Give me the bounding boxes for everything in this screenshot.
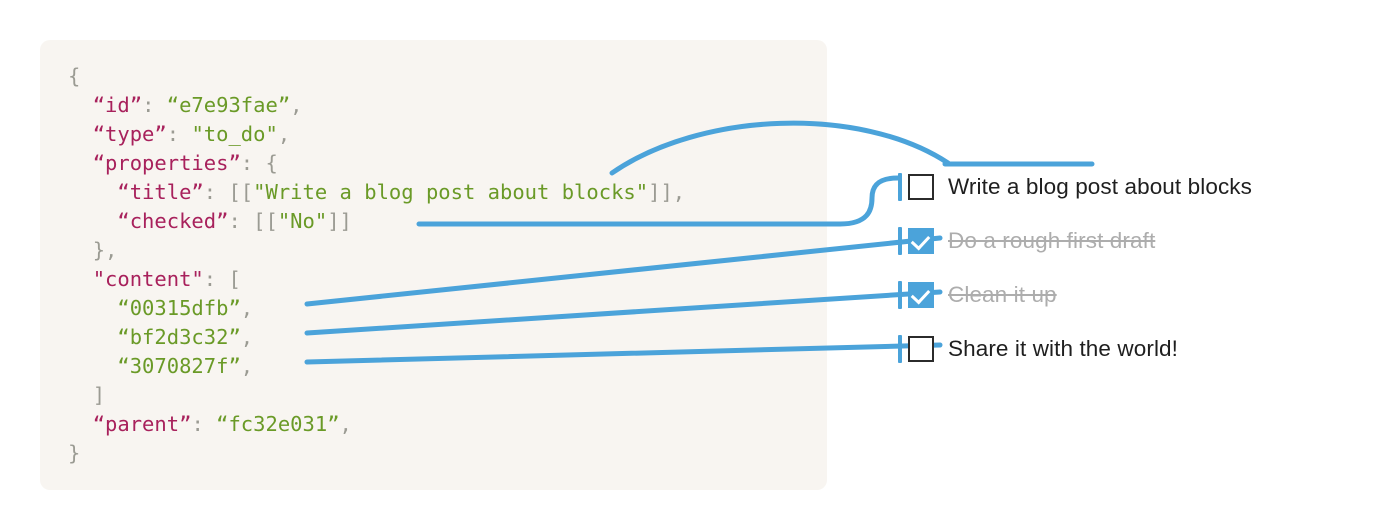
code-indent — [68, 412, 93, 436]
todo-label-1: Do a rough first draft — [948, 228, 1156, 253]
code-line: { — [68, 62, 685, 91]
code-line: } — [68, 439, 685, 468]
code-line: "content": [ — [68, 265, 685, 294]
code-line: “parent”: “fc32e031”, — [68, 410, 685, 439]
code-token-key: “type” — [92, 122, 167, 146]
todo-label-0: Write a blog post about blocks — [948, 174, 1253, 199]
code-indent — [68, 151, 93, 175]
connector-endpoint-tick-1 — [898, 227, 902, 255]
code-indent — [68, 354, 117, 378]
code-token-punct: : [ — [203, 267, 241, 291]
code-token-str: “bf2d3c32” — [117, 325, 241, 349]
code-token-punct: : — [142, 93, 167, 117]
code-token-key: “id” — [92, 93, 143, 117]
connector-endpoint-tick-2 — [898, 281, 902, 309]
code-token-str: “00315dfb” — [117, 296, 241, 320]
code-token-key: "content" — [92, 267, 204, 291]
code-token-str: “e7e93fae” — [166, 93, 291, 117]
code-token-punct: , — [240, 296, 254, 320]
code-token-punct: : — [191, 412, 217, 436]
todo-checkbox-1[interactable] — [908, 228, 934, 254]
code-line: “type”: "to_do", — [68, 120, 685, 149]
code-token-str: “3070827f” — [117, 354, 241, 378]
code-token-punct: : [[ — [228, 209, 278, 233]
code-token-punct: , — [240, 354, 254, 378]
code-line: ] — [68, 381, 685, 410]
json-code-panel: { “id”: “e7e93fae”, “type”: "to_do", “pr… — [40, 40, 827, 490]
todo-item-2[interactable]: Clean it up — [898, 278, 1057, 312]
code-token-punct: , — [240, 325, 254, 349]
code-token-punct: ]], — [648, 180, 686, 204]
todo-item-3[interactable]: Share it with the world! — [898, 332, 1178, 366]
code-indent — [68, 122, 93, 146]
code-token-key: “parent” — [92, 412, 192, 436]
todo-checkbox-2[interactable] — [908, 282, 934, 308]
todo-item-0[interactable]: Write a blog post about blocks — [898, 170, 1252, 204]
code-token-punct: ]] — [327, 209, 352, 233]
code-indent — [68, 383, 93, 407]
code-line: “title”: [["Write a blog post about bloc… — [68, 178, 685, 207]
code-token-punct: }, — [92, 238, 118, 262]
code-token-punct: { — [68, 64, 81, 88]
code-indent — [68, 93, 93, 117]
code-token-punct: : — [166, 122, 192, 146]
todo-checkbox-0[interactable] — [908, 174, 934, 200]
code-token-key: “title” — [117, 180, 204, 204]
code-token-punct: } — [68, 441, 81, 465]
code-token-str: "No" — [277, 209, 328, 233]
todo-item-1[interactable]: Do a rough first draft — [898, 224, 1155, 258]
code-token-punct: : { — [240, 151, 278, 175]
todo-label-3: Share it with the world! — [948, 336, 1179, 361]
code-token-punct: , — [290, 93, 303, 117]
code-line: “00315dfb”, — [68, 294, 685, 323]
code-token-key: “properties” — [92, 151, 241, 175]
code-token-str: "to_do" — [191, 122, 278, 146]
code-indent — [68, 267, 93, 291]
code-indent — [68, 209, 117, 233]
code-indent — [68, 325, 117, 349]
code-token-key: “checked” — [117, 209, 229, 233]
code-token-str: "Write a blog post about blocks" — [253, 180, 649, 204]
code-token-punct: , — [339, 412, 352, 436]
todo-checkbox-3[interactable] — [908, 336, 934, 362]
code-line: “id”: “e7e93fae”, — [68, 91, 685, 120]
code-line: “3070827f”, — [68, 352, 685, 381]
connector-endpoint-tick-3 — [898, 335, 902, 363]
code-token-punct: ] — [92, 383, 106, 407]
todo-label-2: Clean it up — [948, 282, 1057, 307]
code-indent — [68, 180, 117, 204]
code-line: “checked”: [["No"]] — [68, 207, 685, 236]
code-indent — [68, 238, 93, 262]
json-code-block: { “id”: “e7e93fae”, “type”: "to_do", “pr… — [68, 62, 685, 468]
code-token-punct: : [[ — [203, 180, 254, 204]
code-line: “properties”: { — [68, 149, 685, 178]
code-indent — [68, 296, 117, 320]
connector-endpoint-tick-0 — [898, 173, 902, 201]
code-line: “bf2d3c32”, — [68, 323, 685, 352]
code-token-str: “fc32e031” — [216, 412, 340, 436]
code-token-punct: , — [277, 122, 291, 146]
code-line: }, — [68, 236, 685, 265]
